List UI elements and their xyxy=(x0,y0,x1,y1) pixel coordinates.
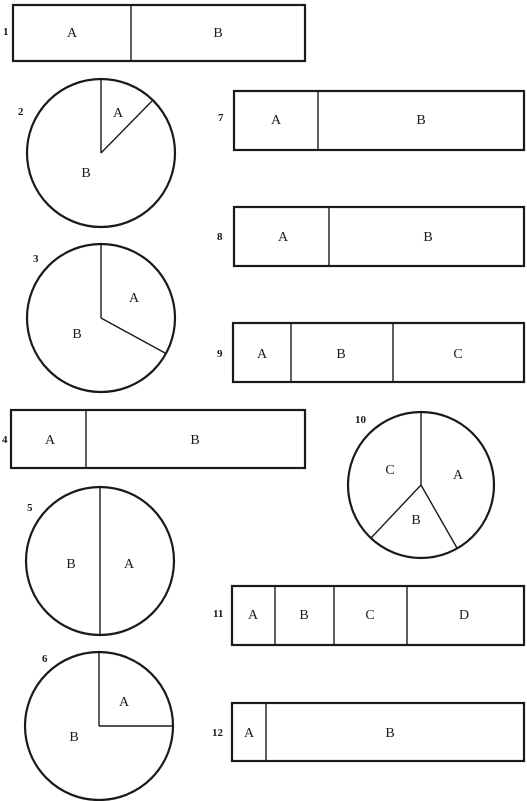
part-label: B xyxy=(190,433,199,448)
part-label: A xyxy=(257,347,268,362)
figure-number: 5 xyxy=(27,502,33,514)
bar-outline xyxy=(230,584,526,647)
figure-number: 9 xyxy=(217,348,223,360)
part-label: C xyxy=(385,463,394,478)
figure-number: 1 xyxy=(3,26,9,38)
figure-number: 7 xyxy=(218,112,224,124)
figure-11: 11 A B C D xyxy=(213,584,526,647)
part-label: A xyxy=(113,106,124,121)
part-label: D xyxy=(459,608,469,623)
figure-4: 4 A B xyxy=(2,408,307,470)
figure-number: 2 xyxy=(18,106,24,118)
figure-number: 8 xyxy=(217,231,223,243)
figure-8: 8 A B xyxy=(217,205,526,268)
part-label: B xyxy=(69,730,78,745)
part-label: A xyxy=(271,113,282,128)
bar-outline xyxy=(232,89,526,152)
bar-outline xyxy=(11,3,307,63)
part-label: B xyxy=(423,230,432,245)
figure-9: 9 A B C xyxy=(217,321,526,384)
part-label: C xyxy=(365,608,374,623)
figure-number: 11 xyxy=(213,608,223,620)
part-label: B xyxy=(385,726,394,741)
part-label: B xyxy=(72,327,81,342)
figure-6: 6 A B xyxy=(23,650,175,801)
part-label: B xyxy=(411,513,420,528)
part-label: B xyxy=(213,26,222,41)
figure-number: 12 xyxy=(212,727,224,739)
part-label: C xyxy=(453,347,462,362)
wedge-divider xyxy=(370,484,422,539)
wedge-divider xyxy=(100,100,153,154)
part-label: B xyxy=(66,557,75,572)
part-label: A xyxy=(124,557,135,572)
figure-5: 5 A B xyxy=(24,485,176,637)
figure-number: 6 xyxy=(42,653,48,665)
figure-7: 7 A B xyxy=(218,89,526,152)
part-label: B xyxy=(299,608,308,623)
wedge-divider xyxy=(420,484,458,549)
part-label: A xyxy=(248,608,259,623)
figure-number: 3 xyxy=(33,253,39,265)
figure-10: 10 A B C xyxy=(346,410,496,560)
part-label: A xyxy=(129,291,140,306)
figure-number: 10 xyxy=(355,414,367,426)
part-label: B xyxy=(336,347,345,362)
figure-12: 12 A B xyxy=(212,701,526,763)
part-label: A xyxy=(45,433,56,448)
part-label: A xyxy=(67,26,78,41)
wedge-divider xyxy=(100,317,166,354)
part-label: B xyxy=(416,113,425,128)
bar-outline xyxy=(231,321,526,384)
figure-1: 1 A B xyxy=(3,3,307,63)
part-label: A xyxy=(244,726,255,741)
figure-number: 4 xyxy=(2,434,8,446)
bar-outline xyxy=(232,205,526,268)
figure-3: 3 A B xyxy=(25,242,177,394)
bar-outline xyxy=(9,408,307,470)
part-label: A xyxy=(119,695,130,710)
part-label: A xyxy=(453,468,464,483)
part-label: A xyxy=(278,230,289,245)
figure-2: 2 A B xyxy=(18,77,177,229)
part-label: B xyxy=(81,166,90,181)
bar-outline xyxy=(230,701,526,763)
